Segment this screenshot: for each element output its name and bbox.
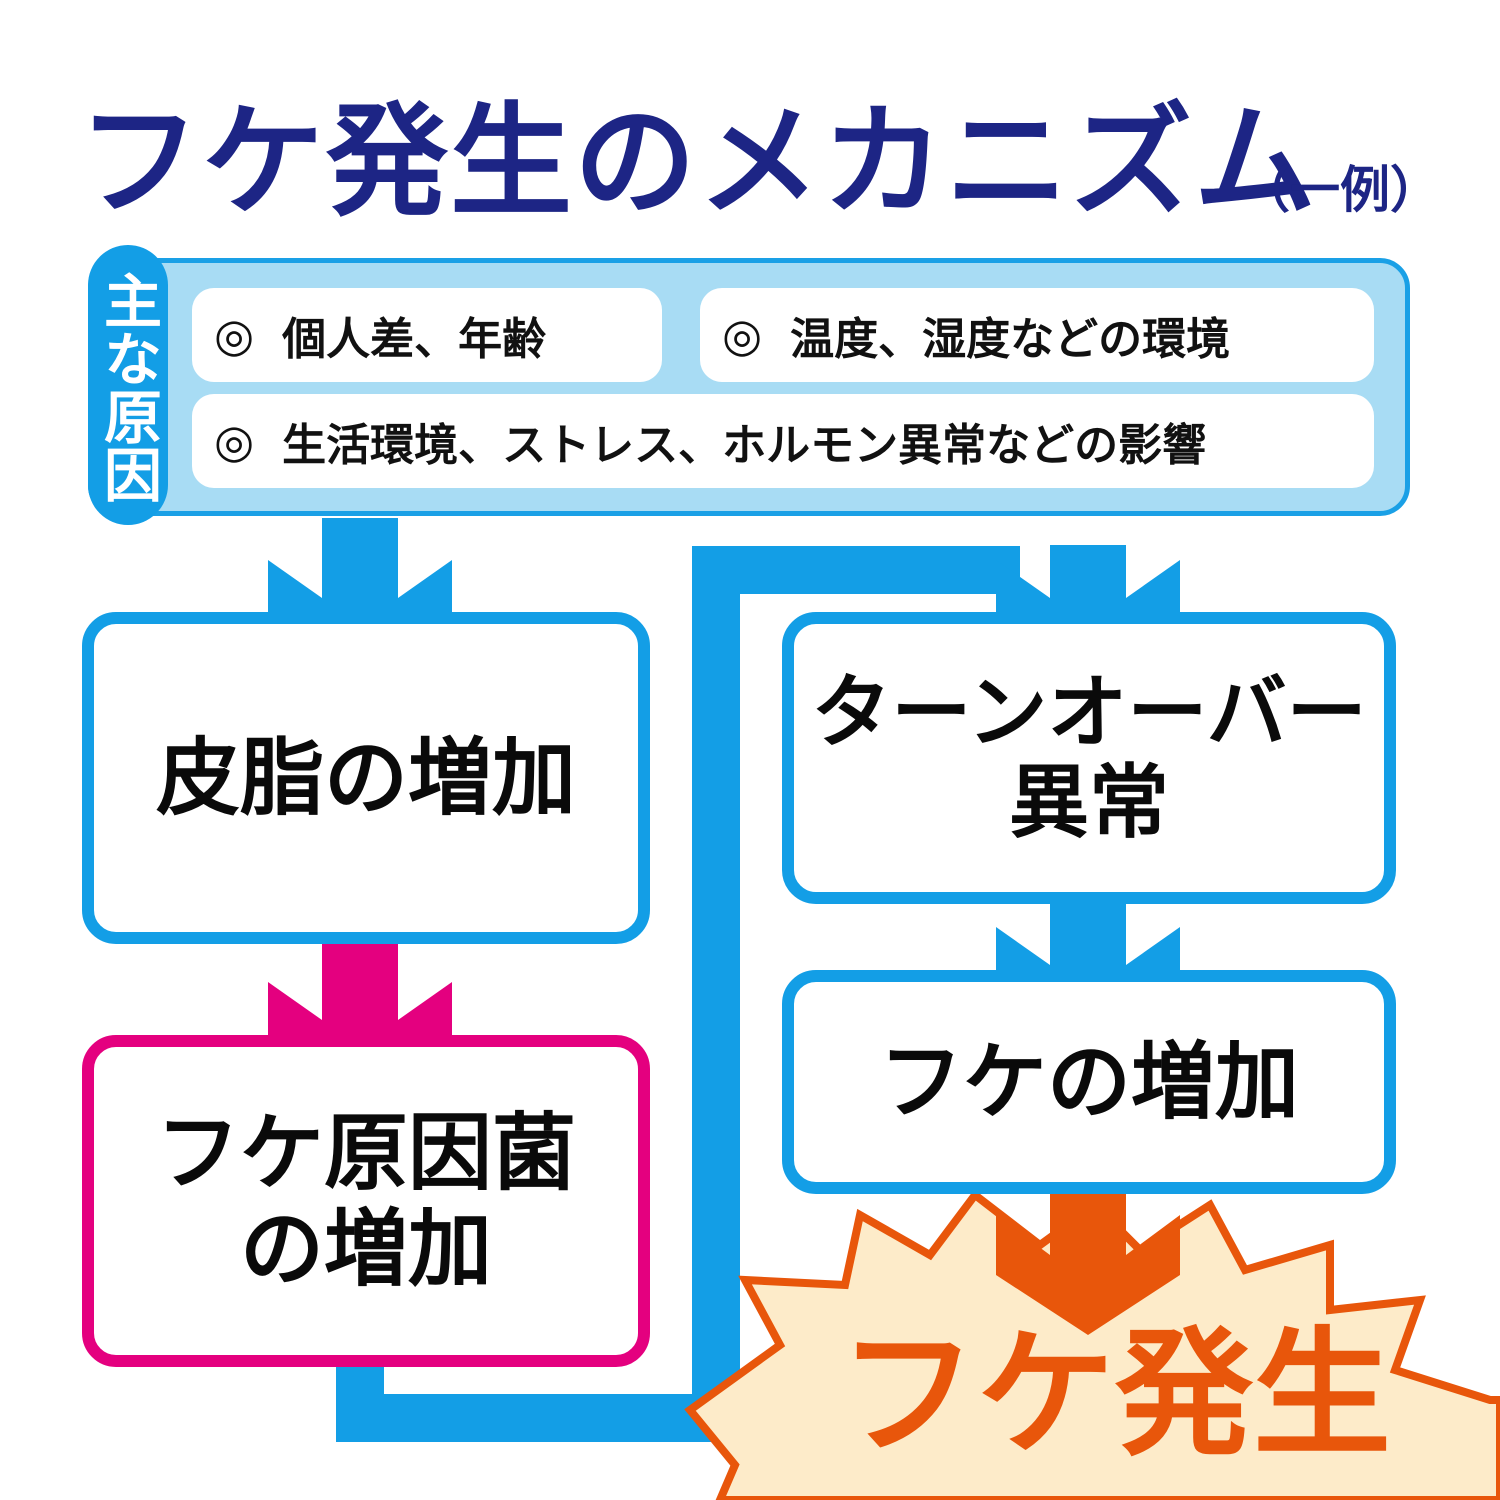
causes-tab [88,245,168,525]
arrow-dandruff-to-result [996,1190,1180,1335]
double-circle-icon: ◎ [214,414,255,468]
double-circle-icon: ◎ [722,308,763,362]
result-label: フケ発生 [838,1314,1391,1475]
connector-line-fungus-to-result [336,1360,720,1442]
flow-label-turnover: ターンオーバー 異常 [811,666,1367,849]
causes-tab-label: 主な原因 [94,271,162,503]
connector-line-panel-to-turnover [692,546,1020,1395]
flow-box-dandruff: フケの増加 [782,970,1396,1194]
flow-box-sebum: 皮脂の増加 [82,612,650,944]
flow-label-sebum: 皮脂の増加 [155,729,576,827]
flow-box-turnover: ターンオーバー 異常 [782,612,1396,904]
cause-item-individual: ◎ 個人差、年齢 [192,288,662,382]
cause-item-environment: ◎ 温度、湿度などの環境 [700,288,1374,382]
cause-item-label: 個人差、年齢 [282,314,547,365]
double-circle-icon: ◎ [214,308,255,362]
result-starburst [684,1189,1500,1500]
flow-box-fungus: フケ原因菌 の増加 [82,1035,650,1367]
title-note: （一例） [1240,161,1440,219]
cause-item-lifestyle: ◎ 生活環境、ストレス、ホルモン異常などの影響 [192,394,1374,488]
cause-item-label: 生活環境、ストレス、ホルモン異常などの影響 [282,420,1207,471]
flow-label-fungus: フケ原因菌 の増加 [155,1104,576,1298]
cause-item-label: 温度、湿度などの環境 [790,314,1231,365]
diagram-title: フケ発生のメカニズム [78,91,1318,233]
flow-label-dandruff: フケの増加 [878,1033,1299,1131]
